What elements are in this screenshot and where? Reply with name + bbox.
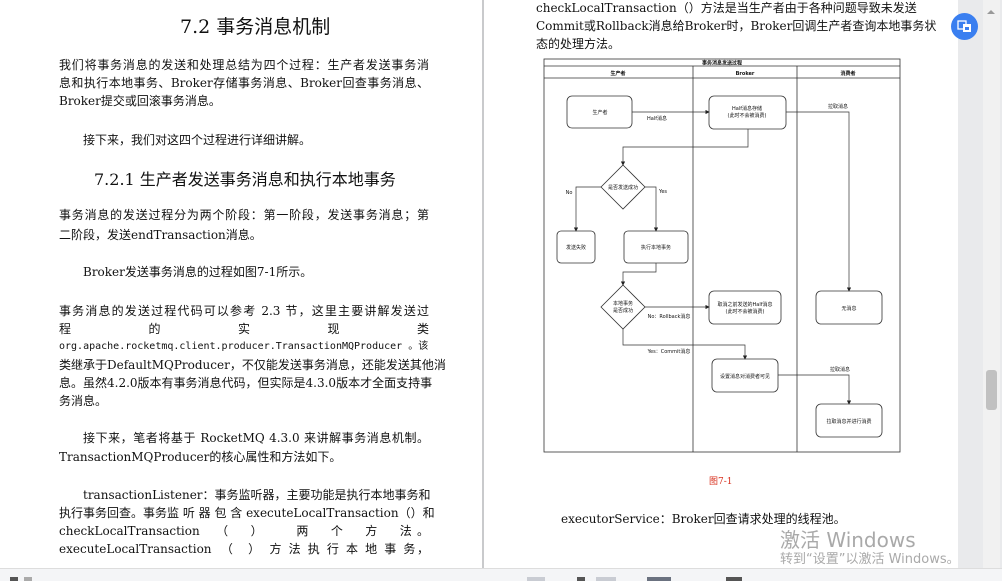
bottom-toolbar (0, 568, 1002, 581)
node-send-ok (600, 164, 646, 210)
diagram-frame (543, 58, 901, 453)
transaction-flow-diagram: 事务消息发送过程 生产者 Broker 消费者 生产者 Half消息存储 (此时… (543, 58, 901, 453)
vertical-scrollbar[interactable] (983, 0, 1000, 568)
left-page (0, 0, 482, 568)
text-line: checkLocalTransaction（）方法是当生产者由于各种问题导致未发… (536, 1, 917, 15)
scrollbar-thumb[interactable] (986, 370, 997, 410)
text-line: Broker提交或回滚事务消息。 (59, 94, 221, 108)
right-page (484, 0, 958, 568)
edge-label: Yes (658, 189, 667, 195)
node-label: 设置消息对消费者可见 (720, 373, 770, 380)
text-line: Commit或Rollback消息给Broker时，Broker回调生产者查询本… (536, 19, 937, 33)
lane-label: 生产者 (610, 70, 625, 77)
translate-screen-button[interactable] (951, 13, 978, 40)
edge-label: 拉取消息 (828, 103, 848, 110)
node-label: 生产者 (592, 109, 607, 116)
node-label: Half消息存储 (732, 105, 762, 112)
text-line: 息和执行本地事务、Broker存储事务消息、Broker回查事务消息、 (59, 76, 429, 90)
text-line: 事务消息的发送过程分为两个阶段：第一阶段，发送事务消息；第 (59, 208, 429, 222)
toolbar-button[interactable] (527, 577, 545, 581)
node-label: 是否成功 (613, 307, 633, 314)
figure-caption: 图7-1 (709, 477, 733, 487)
lane-label: Broker (736, 71, 755, 77)
toolbar-button[interactable] (647, 577, 671, 581)
text-line: TransactionMQProducer的核心属性和方法如下。 (59, 450, 342, 464)
text-line: 我们将事务消息的发送和处理总结为四个过程：生产者发送事务消 (59, 58, 429, 72)
activation-watermark-sub: 转到“设置”以激活 Windows。 (780, 552, 960, 567)
text-line: executeLocalTransaction （ ） 方 法 执 行 本 地 … (59, 542, 429, 556)
text-line: org.apache.rocketmq.client.producer.Tran… (59, 341, 429, 352)
node-label: (此时不会被消费) (726, 308, 765, 315)
text-line: 执行事务回查。事务监 听 器 包 含 executeLocalTransacti… (59, 506, 435, 520)
node-label: 取消之前发送的Half消息 (718, 301, 773, 308)
node-label: 无消息 (841, 305, 856, 312)
text-line: 接下来，笔者将基于 RocketMQ 4.3.0 来讲解事务消息机制。 (83, 431, 429, 445)
diagram-title: 事务消息发送过程 (702, 60, 742, 67)
edge-label: 拉取消息 (830, 366, 850, 373)
node-label: (此时不会被消费) (728, 112, 767, 119)
text-line: checkLocalTransaction （ ） 两 个 方 法。 (59, 524, 429, 538)
translate-screen-icon (957, 20, 971, 32)
node-label: 本地事务 (613, 300, 633, 307)
edge-label: Half消息 (647, 115, 667, 122)
text-line: 接下来，我们对这四个过程进行详细讲解。 (83, 133, 312, 147)
text-line: 二阶段，发送endTransaction消息。 (59, 228, 262, 242)
text-line: 类继承于DefaultMQProducer，不仅能发送事务消息，还能发送其他消 (59, 358, 446, 372)
node-local-ok (600, 284, 646, 330)
text-line: executorService：Broker回查请求处理的线程池。 (561, 512, 846, 526)
text-line: 程 的 实 现 类 (59, 322, 429, 336)
edge-label: Yes：Commit消息 (647, 348, 691, 355)
text-line: transactionListener：事务监听器，主要功能是执行本地事务和 (83, 488, 431, 502)
text-line: 息。虽然4.2.0版本有事务消息代码，但实际是4.3.0版本才全面支持事 (59, 376, 433, 390)
text-line: 事务消息的发送过程代码可以参考 2.3 节，这里主要讲解发送过 (59, 304, 429, 318)
chapter-title: 7.2 事务消息机制 (180, 16, 331, 38)
toolbar-button[interactable] (596, 577, 616, 581)
activation-watermark: 激活 Windows (780, 528, 916, 552)
toolbar-button[interactable] (24, 577, 32, 581)
page-divider (482, 0, 484, 568)
lane-label: 消费者 (840, 70, 855, 77)
edge-label: No (566, 190, 573, 196)
toolbar-button[interactable] (726, 577, 742, 581)
node-label: 执行本地事务 (641, 244, 671, 251)
toolbar-button[interactable] (10, 577, 18, 581)
section-title: 7.2.1 生产者发送事务消息和执行本地事务 (94, 170, 396, 189)
node-label: 拉取消息并进行消费 (826, 418, 871, 425)
text-line: 态的处理方法。 (536, 37, 621, 51)
text-line: Broker发送事务消息的过程如图7-1所示。 (83, 265, 313, 279)
text-line: 务消息。 (59, 394, 108, 408)
node-label: 是否发送成功 (608, 184, 638, 191)
edge-label: No：Rollback消息 (648, 313, 691, 320)
toolbar-button[interactable] (577, 577, 585, 581)
node-label: 发送失败 (566, 244, 586, 251)
scroll-up-icon[interactable] (987, 10, 995, 14)
